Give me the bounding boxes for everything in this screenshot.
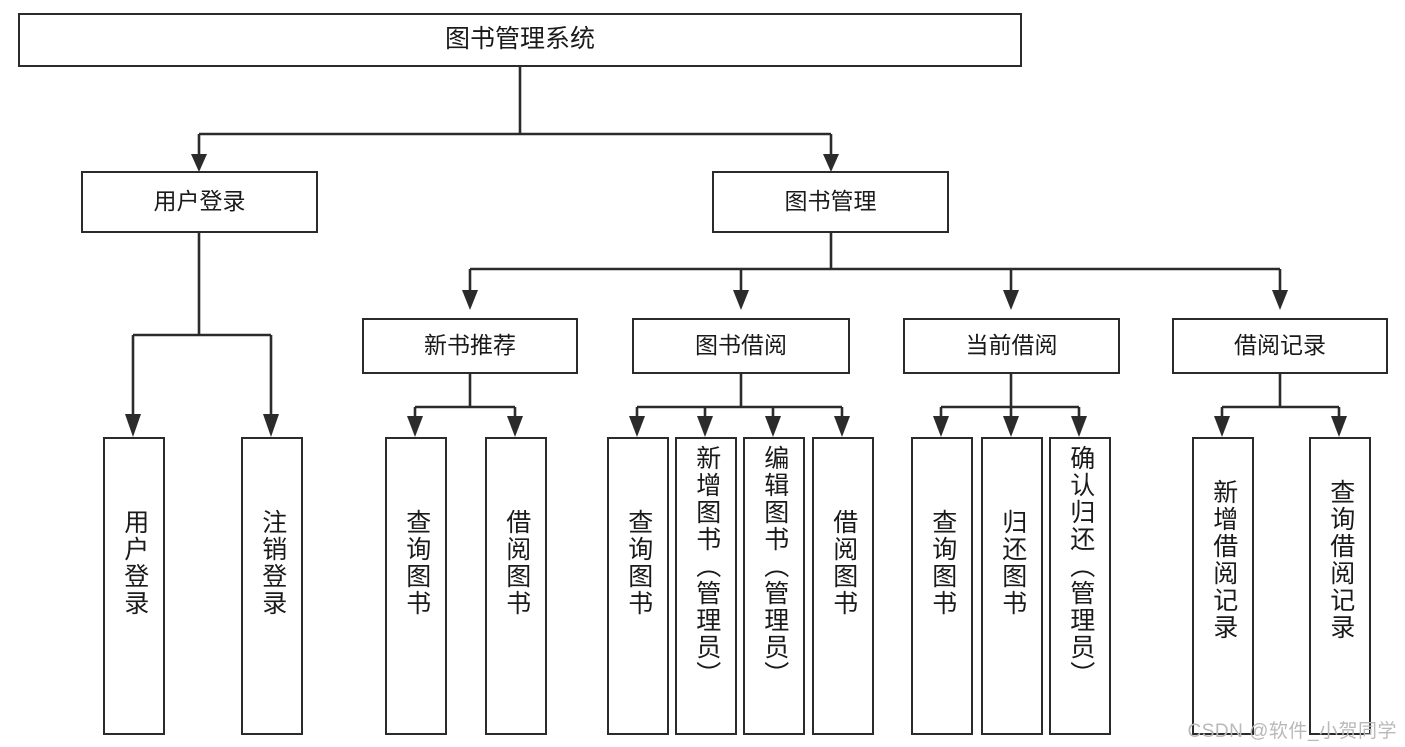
node-leaf-query-book-3[interactable]: 查询图书 [911,437,973,735]
node-new-book-recommend-label: 新书推荐 [424,332,516,359]
node-leaf-edit-book-label: 编辑图书（管理员） [760,445,789,688]
arrow-leaf-query-book-2 [629,416,645,437]
arrow-leaf-add-book [697,416,713,437]
node-leaf-return-book-label: 归还图书 [998,509,1027,617]
arrow-new-book-recommend [462,290,478,310]
arrow-leaf-add-record [1214,416,1230,437]
node-leaf-edit-book[interactable]: 编辑图书（管理员） [743,437,805,735]
node-leaf-query-book-3-label: 查询图书 [928,509,957,617]
arrow-leaf-edit-book [765,416,781,437]
csdn-watermark: CSDN @软件_小贺同学 [1187,721,1397,742]
arrow-current-borrow [1003,290,1019,310]
node-root[interactable]: 图书管理系统 [18,13,1022,67]
node-leaf-query-record-label: 查询借阅记录 [1326,479,1355,641]
arrow-leaf-user-login [125,414,141,437]
node-leaf-user-login[interactable]: 用户登录 [103,437,165,735]
arrow-leaf-borrow-book-1 [507,416,523,437]
arrow-leaf-query-record [1331,416,1347,437]
arrow-user-login [191,154,207,172]
arrow-book-management [823,154,839,172]
node-book-borrow-label: 图书借阅 [695,332,787,359]
node-leaf-query-book-2-label: 查询图书 [624,509,653,617]
node-current-borrow[interactable]: 当前借阅 [903,318,1120,374]
arrow-book-borrow [733,290,749,310]
node-leaf-borrow-book-1-label: 借阅图书 [502,509,531,617]
node-leaf-confirm-return-label: 确认归还（管理员） [1066,445,1095,688]
node-new-book-recommend[interactable]: 新书推荐 [362,318,578,374]
node-borrow-record[interactable]: 借阅记录 [1172,318,1388,374]
node-leaf-add-book[interactable]: 新增图书（管理员） [675,437,737,735]
node-leaf-user-login-label: 用户登录 [120,509,149,617]
node-book-management[interactable]: 图书管理 [712,171,949,233]
node-leaf-query-record[interactable]: 查询借阅记录 [1309,437,1371,735]
node-user-login-label: 用户登录 [153,188,246,215]
node-user-login[interactable]: 用户登录 [81,171,318,233]
arrow-borrow-record [1272,290,1288,310]
node-leaf-user-logout-label: 注销登录 [258,509,287,617]
node-leaf-borrow-book-1[interactable]: 借阅图书 [485,437,547,735]
node-leaf-query-book-2[interactable]: 查询图书 [607,437,669,735]
node-leaf-add-book-label: 新增图书（管理员） [692,445,721,688]
node-leaf-return-book[interactable]: 归还图书 [981,437,1043,735]
node-current-borrow-label: 当前借阅 [965,332,1058,359]
node-borrow-record-label: 借阅记录 [1234,332,1326,359]
node-leaf-query-book-1-label: 查询图书 [402,509,431,617]
node-book-borrow[interactable]: 图书借阅 [632,318,850,374]
node-leaf-add-record-label: 新增借阅记录 [1209,479,1238,641]
node-root-label: 图书管理系统 [444,25,595,54]
node-leaf-borrow-book-2-label: 借阅图书 [829,509,858,617]
arrow-leaf-confirm-return [1071,416,1087,437]
node-leaf-borrow-book-2[interactable]: 借阅图书 [812,437,874,735]
node-leaf-query-book-1[interactable]: 查询图书 [385,437,447,735]
node-book-management-label: 图书管理 [784,188,877,215]
arrow-leaf-user-logout [263,414,279,437]
node-leaf-add-record[interactable]: 新增借阅记录 [1192,437,1254,735]
arrow-leaf-query-book-1 [407,416,423,437]
arrow-leaf-return-book [1003,416,1019,437]
node-leaf-user-logout[interactable]: 注销登录 [241,437,303,735]
node-leaf-confirm-return[interactable]: 确认归还（管理员） [1049,437,1111,735]
arrow-leaf-borrow-book-2 [834,416,850,437]
arrow-leaf-query-book-3 [933,416,949,437]
